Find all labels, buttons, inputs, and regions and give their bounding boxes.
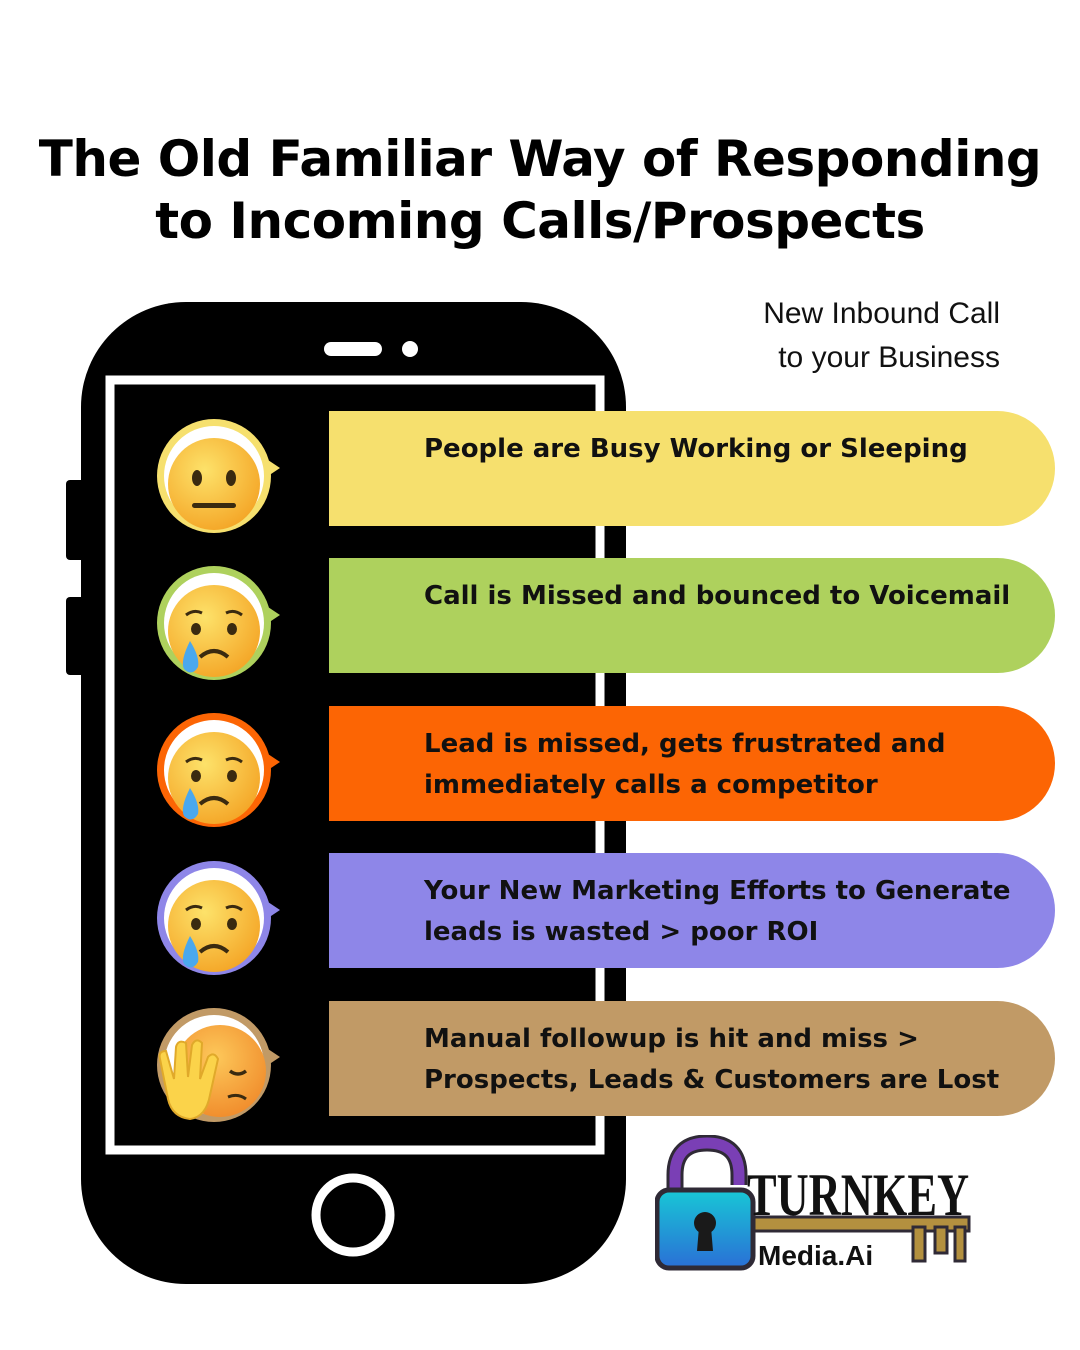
step-bar-1: People are Busy Working or Sleeping	[329, 411, 1055, 526]
page-title: The Old Familiar Way of Responding to In…	[0, 128, 1080, 252]
step-3-line-2: immediately calls a competitor	[424, 770, 878, 800]
step-2-line-1: Call is Missed and bounced to Voicemail	[424, 581, 1011, 611]
step-3-line-1: Lead is missed, gets frustrated and	[424, 729, 946, 759]
step-bar-5: Manual followup is hit and miss > Prospe…	[329, 1001, 1055, 1116]
step-bar-2: Call is Missed and bounced to Voicemail	[329, 558, 1055, 673]
crying-face-icon	[157, 861, 280, 975]
facepalm-icon	[157, 1008, 280, 1122]
title-line-2: to Incoming Calls/Prospects	[155, 192, 925, 250]
logo-word-turnkey: TURNKEY	[747, 1162, 969, 1228]
crying-face-icon	[157, 566, 280, 680]
inbound-line-2: to your Business	[778, 341, 1000, 374]
step-5-line-2: Prospects, Leads & Customers are Lost	[424, 1065, 1000, 1095]
inbound-line-1: New Inbound Call	[763, 297, 1000, 330]
inbound-call-caption: New Inbound Call to your Business	[700, 292, 1000, 380]
step-4-line-1: Your New Marketing Efforts to Generate	[424, 876, 1011, 906]
turnkey-media-logo: TURNKEY Media.Ai	[655, 1135, 971, 1271]
logo-word-media: Media.Ai	[758, 1240, 873, 1271]
step-5-line-1: Manual followup is hit and miss >	[424, 1024, 919, 1054]
step-bar-3: Lead is missed, gets frustrated and imme…	[329, 706, 1055, 821]
step-4-line-2: leads is wasted > poor ROI	[424, 917, 819, 947]
step-1-line-1: People are Busy Working or Sleeping	[424, 434, 968, 464]
neutral-face-icon	[157, 419, 280, 533]
step-bar-4: Your New Marketing Efforts to Generate l…	[329, 853, 1055, 968]
title-line-1: The Old Familiar Way of Responding	[38, 130, 1042, 188]
crying-face-icon	[157, 713, 280, 827]
